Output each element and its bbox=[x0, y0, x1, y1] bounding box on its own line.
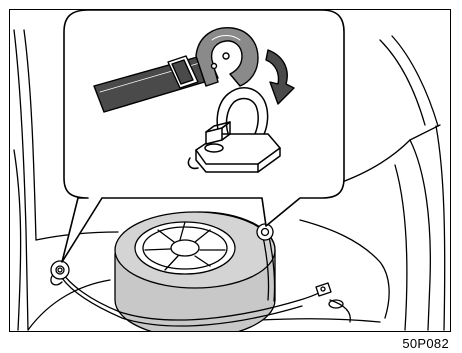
left-hook bbox=[51, 261, 69, 285]
rope-end-buckle bbox=[316, 283, 331, 296]
figure-code: 50P082 bbox=[402, 336, 449, 351]
callout-pointer-left bbox=[58, 268, 62, 272]
right-hook bbox=[257, 224, 273, 240]
